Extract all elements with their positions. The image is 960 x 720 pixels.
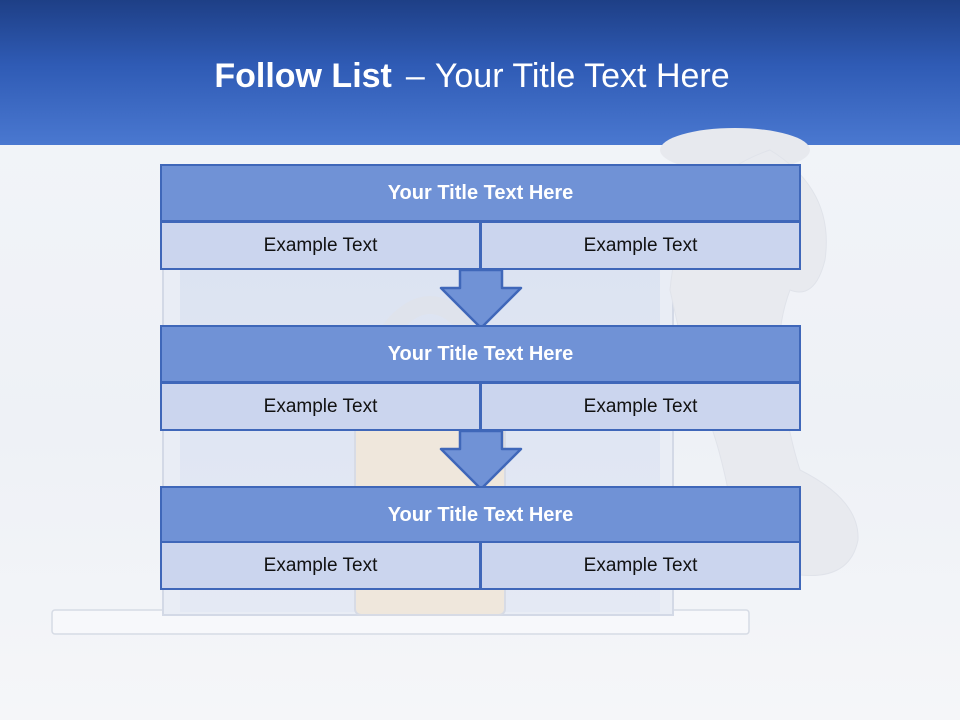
slide-title: Follow List–Your Title Text Here: [0, 56, 944, 96]
title-rest: Your Title Text Here: [434, 57, 730, 95]
title-separator: –: [405, 57, 425, 95]
down-arrow-icon: [439, 268, 523, 330]
title-bold: Follow List: [214, 57, 392, 95]
slide-header: Follow List–Your Title Text Here: [0, 0, 960, 145]
block-right-cell: Example Text: [480, 221, 801, 270]
block-title: Your Title Text Here: [160, 325, 801, 383]
down-arrow-icon: [439, 429, 523, 491]
block-title: Your Title Text Here: [160, 486, 801, 544]
block-right-cell: Example Text: [480, 541, 801, 590]
block-title: Your Title Text Here: [160, 164, 801, 222]
block-left-cell: Example Text: [160, 221, 481, 270]
block-right-cell: Example Text: [480, 382, 801, 431]
block-left-cell: Example Text: [160, 541, 481, 590]
block-left-cell: Example Text: [160, 382, 481, 431]
